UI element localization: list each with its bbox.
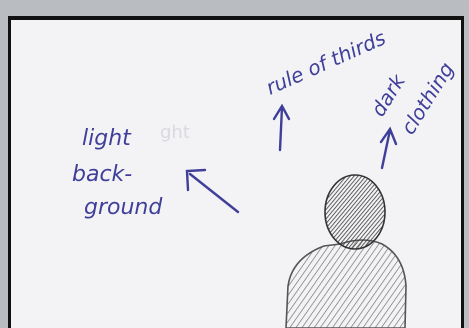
dark-clothing-line-2: clothing xyxy=(396,58,459,139)
dark-clothing-annotation: dark clothing xyxy=(366,58,459,139)
light-background-line-1: light xyxy=(82,126,132,151)
light-background-arrow xyxy=(187,170,238,212)
rule-of-thirds-text: rule of thirds xyxy=(262,26,389,100)
ghost-writing: ght xyxy=(160,122,190,143)
person-body xyxy=(286,240,406,328)
light-background-line-2: back- xyxy=(72,162,132,187)
person-figure xyxy=(286,175,406,328)
dark-clothing-arrow xyxy=(381,129,396,168)
rule-of-thirds-annotation: rule of thirds xyxy=(262,26,389,100)
rule-of-thirds-arrow xyxy=(274,106,289,150)
light-background-line-3: ground xyxy=(84,195,163,220)
light-background-annotation: light back- ground xyxy=(72,126,163,220)
person-head xyxy=(325,175,385,249)
